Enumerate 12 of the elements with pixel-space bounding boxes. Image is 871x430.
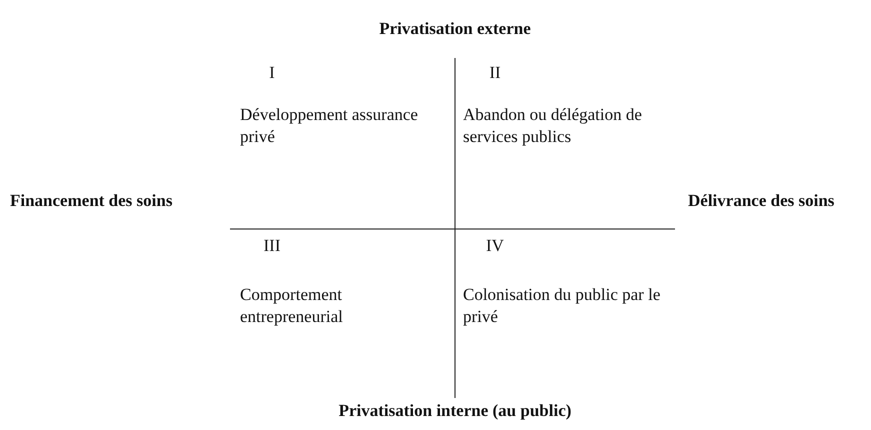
axis-title: Privatisation externe	[379, 18, 531, 40]
axis-title: Privatisation interne (au public)	[338, 400, 572, 422]
quadrant-text: Comportement entrepreneurial	[240, 284, 344, 328]
quadrant-numeral: I	[269, 62, 275, 84]
quadrant-text: Colonisation du public par le privé	[463, 284, 662, 328]
axis-title: Financement des soins	[10, 190, 172, 212]
axis-title: Délivrance des soins	[688, 190, 834, 212]
quadrant-text: Abandon ou délégation de services publics	[463, 104, 643, 148]
quadrant-numeral: III	[264, 235, 280, 257]
quadrant-numeral: II	[489, 62, 501, 84]
quadrant-numeral: IV	[486, 235, 504, 257]
quadrant-text: Développement assurance privé	[240, 104, 419, 148]
